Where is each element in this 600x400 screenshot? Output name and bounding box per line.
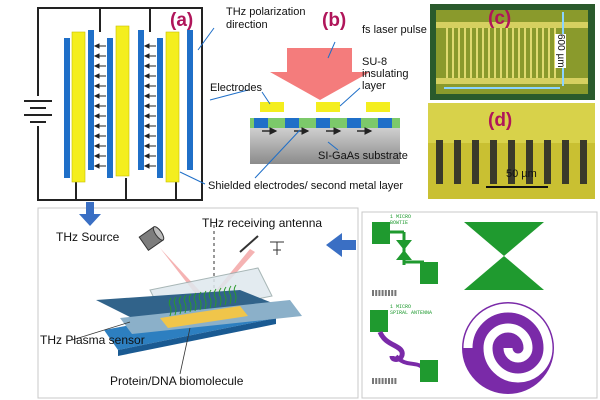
panel-c-micrograph xyxy=(430,4,595,100)
left-arrow-icon xyxy=(326,233,356,257)
biomolecule-label: Protein/DNA biomolecule xyxy=(110,374,244,388)
bowtie-icon xyxy=(464,222,544,256)
scale-600um: 600 µm xyxy=(555,34,566,68)
su8-label: SU-8 insulating layer xyxy=(362,56,409,92)
laser-arrow xyxy=(270,48,370,100)
sensor-scene xyxy=(71,225,302,375)
panel-d-letter: (d) xyxy=(488,110,513,131)
spiral-caption: 1 MICRO SPIRAL ANTENNA xyxy=(390,304,433,316)
bowtie-caption: 1 MICRO BOWTIE xyxy=(390,214,412,226)
electrodes-label: Electrodes xyxy=(210,82,262,94)
panel-d-micrograph xyxy=(428,103,595,199)
receiving-antenna-label: THz receiving antenna xyxy=(202,216,323,230)
scale-50um: 50 µm xyxy=(506,168,537,180)
thz-source-label: THz Source xyxy=(56,230,120,244)
plasma-sensor-label: THz Plasma sensor xyxy=(40,333,145,347)
antenna-layouts xyxy=(370,222,554,394)
receiving-antenna-icon xyxy=(239,235,259,253)
panel-a-letter: (a) xyxy=(170,10,194,31)
laser-label: fs laser pulse xyxy=(362,24,427,36)
thz-source-icon xyxy=(138,226,165,251)
substrate-label: SI-GaAs substrate xyxy=(318,150,408,162)
panel-a-circuit xyxy=(24,7,203,201)
shielded-label: Shielded electrodes/ second metal layer xyxy=(208,180,404,192)
panel-b-letter: (b) xyxy=(322,10,347,31)
polarization-label: THz polarization direction xyxy=(226,6,306,31)
panel-c-letter: (c) xyxy=(488,8,512,29)
panel-b-cross-section xyxy=(179,27,400,185)
down-arrow-icon xyxy=(79,202,101,226)
spiral-icon xyxy=(462,302,554,394)
